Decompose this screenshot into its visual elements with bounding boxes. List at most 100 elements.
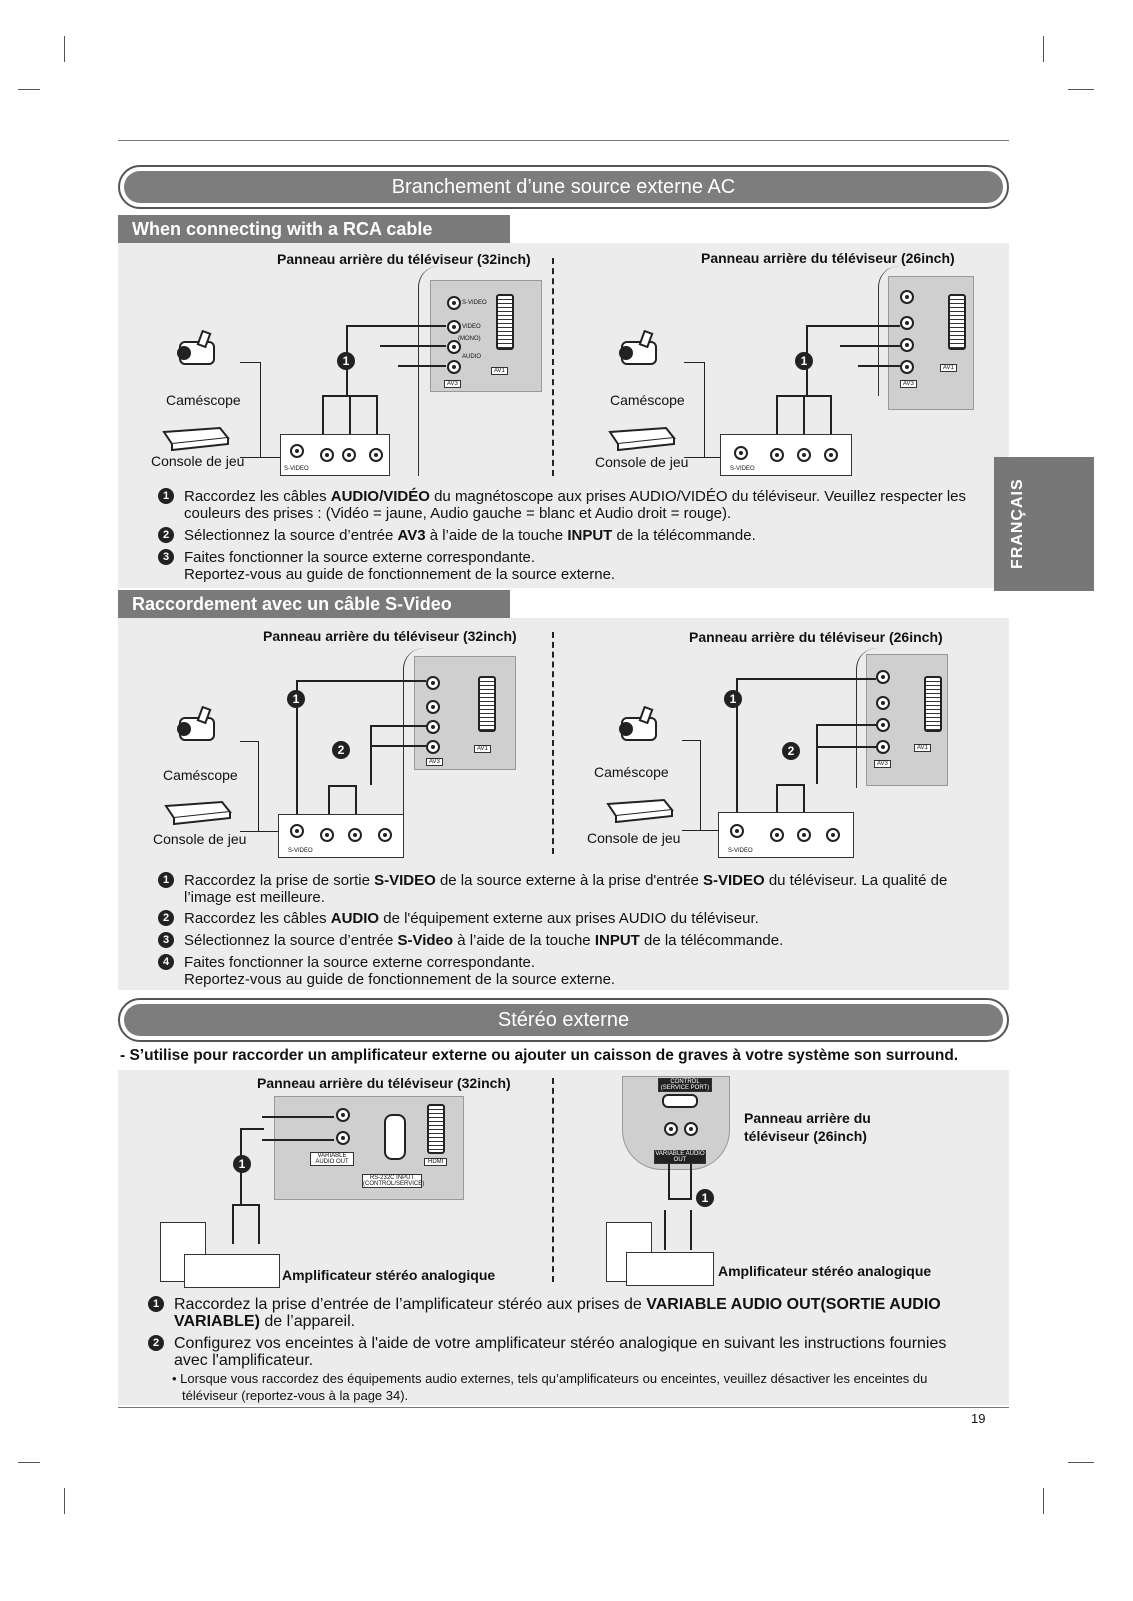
rca-cable xyxy=(322,395,324,435)
callout-2: 2 xyxy=(332,741,350,759)
audio-cable xyxy=(240,1128,264,1130)
svideo-jack-icon xyxy=(426,676,440,690)
svideo-label: S-VIDEO xyxy=(284,466,309,472)
audio-cable xyxy=(816,724,818,784)
panel-title-32inch: Panneau arrière du téléviseur (32inch) xyxy=(277,251,531,267)
audio-l-jack-icon xyxy=(426,720,440,734)
svideo-jack-icon xyxy=(447,296,461,310)
rca-cable xyxy=(346,325,446,327)
audio-cable xyxy=(262,1139,334,1141)
bracket-line xyxy=(684,457,720,458)
camcorder-icon xyxy=(619,706,657,741)
video-jack-icon xyxy=(447,320,461,334)
tv-back-edge xyxy=(878,266,899,396)
tab-rca-cable: When connecting with a RCA cable xyxy=(118,215,510,243)
audio-cable xyxy=(262,1116,334,1118)
scart-connector-icon xyxy=(478,676,496,732)
rca-cable xyxy=(806,325,900,327)
console-label: Console de jeu xyxy=(595,454,689,470)
audio-l-out-jack-icon xyxy=(336,1108,350,1122)
svideo-jack-icon xyxy=(876,670,890,684)
audio-l-jack-icon xyxy=(876,718,890,732)
audio-out-jack-icon xyxy=(342,448,356,462)
audio-cable xyxy=(328,785,330,830)
svideo-label: S-VIDEO xyxy=(288,848,313,854)
video-jack-icon xyxy=(876,696,890,710)
av1-badge: AV1 xyxy=(914,744,931,752)
callout-1: 1 xyxy=(287,690,305,708)
audio-cable xyxy=(776,784,778,828)
bracket-line xyxy=(240,831,278,832)
console-label: Console de jeu xyxy=(153,831,247,847)
bracket-line xyxy=(682,740,700,741)
video-jack-icon xyxy=(426,700,440,714)
audio-l-jack-icon xyxy=(447,340,461,354)
instruction-step: 2 Raccordez les câbles AUDIO de l'équipe… xyxy=(158,910,968,927)
crop-mark xyxy=(1068,89,1094,90)
banner-title: Stéréo externe xyxy=(124,1004,1003,1036)
bracket-line xyxy=(240,362,260,363)
audio-r-jack-icon xyxy=(900,360,914,374)
bracket-line xyxy=(260,362,261,457)
audio-cable xyxy=(258,1204,260,1244)
svideo-out-jack-icon xyxy=(290,444,304,458)
control-service-label: CONTROL (SERVICE PORT) xyxy=(658,1078,712,1092)
audio-r-jack-icon xyxy=(426,740,440,754)
audio-out-jack-icon xyxy=(770,448,784,462)
language-label: FRANÇAIS xyxy=(1009,478,1026,570)
callout-1: 1 xyxy=(233,1155,251,1173)
tv-back-edge xyxy=(856,648,877,788)
audio-cable xyxy=(816,724,876,726)
svideo-label: S-VIDEO xyxy=(730,466,755,472)
amplifier-icon xyxy=(626,1252,714,1286)
divider-dashed xyxy=(552,258,554,476)
audio-label: AUDIO xyxy=(462,354,482,360)
rca-panel xyxy=(118,243,1009,588)
video-out-jack-icon xyxy=(826,828,840,842)
scart-connector-icon xyxy=(496,294,514,350)
crop-mark xyxy=(1043,1488,1044,1514)
audio-out-jack-icon xyxy=(348,828,362,842)
rca-cable xyxy=(380,345,446,347)
svideo-jack-icon xyxy=(900,290,914,304)
instruction-step: 1 Raccordez la prise de sortie S-VIDEO d… xyxy=(158,872,968,906)
banner-title: Branchement d’une source externe AC xyxy=(124,171,1003,203)
hdmi-label: HDMI xyxy=(424,1158,448,1166)
variable-audio-out-label: VARIABLE AUDIO OUT xyxy=(654,1150,706,1164)
instruction-step: 3 Faites fonctionner la source externe c… xyxy=(158,549,968,583)
svideo-label: S-VIDEO xyxy=(728,848,753,854)
stereo-panel xyxy=(118,1070,1009,1405)
tv-back-edge xyxy=(403,648,424,848)
audio-cable xyxy=(232,1204,234,1244)
audio-cable xyxy=(668,1160,670,1198)
audio-cable xyxy=(370,745,426,747)
callout-1: 1 xyxy=(337,352,355,370)
audio-cable xyxy=(803,784,805,828)
bracket-line xyxy=(240,457,280,458)
scart-connector-icon xyxy=(948,294,966,350)
av3-badge: AV3 xyxy=(874,760,891,768)
crop-mark xyxy=(1068,1462,1094,1463)
tv-back-edge xyxy=(418,266,439,476)
callout-1: 1 xyxy=(724,690,742,708)
bracket-line xyxy=(700,740,701,830)
audio-cable xyxy=(690,1210,692,1250)
audio-cable xyxy=(816,746,876,748)
panel-title-32inch: Panneau arrière du téléviseur (32inch) xyxy=(257,1075,511,1091)
av1-badge: AV1 xyxy=(491,367,508,375)
tab-svideo-cable: Raccordement avec un câble S-Video xyxy=(118,590,510,618)
audio-cable xyxy=(328,785,356,787)
rca-cable xyxy=(858,365,900,367)
video-out-jack-icon xyxy=(824,448,838,462)
panel-title-26inch-line2: téléviseur (26inch) xyxy=(744,1128,867,1144)
section-banner-stereo: Stéréo externe xyxy=(118,998,1009,1042)
audio-r-jack-icon xyxy=(447,360,461,374)
rca-cable xyxy=(803,395,805,435)
crop-mark xyxy=(18,1462,40,1463)
bracket-line xyxy=(684,362,704,363)
variable-audio-out-label: VARIABLE AUDIO OUT xyxy=(310,1152,354,1166)
video-label: VIDEO xyxy=(462,324,481,330)
audio-out-jack-icon xyxy=(797,448,811,462)
camcorder-icon xyxy=(177,706,215,741)
av3-badge: AV3 xyxy=(426,758,443,766)
